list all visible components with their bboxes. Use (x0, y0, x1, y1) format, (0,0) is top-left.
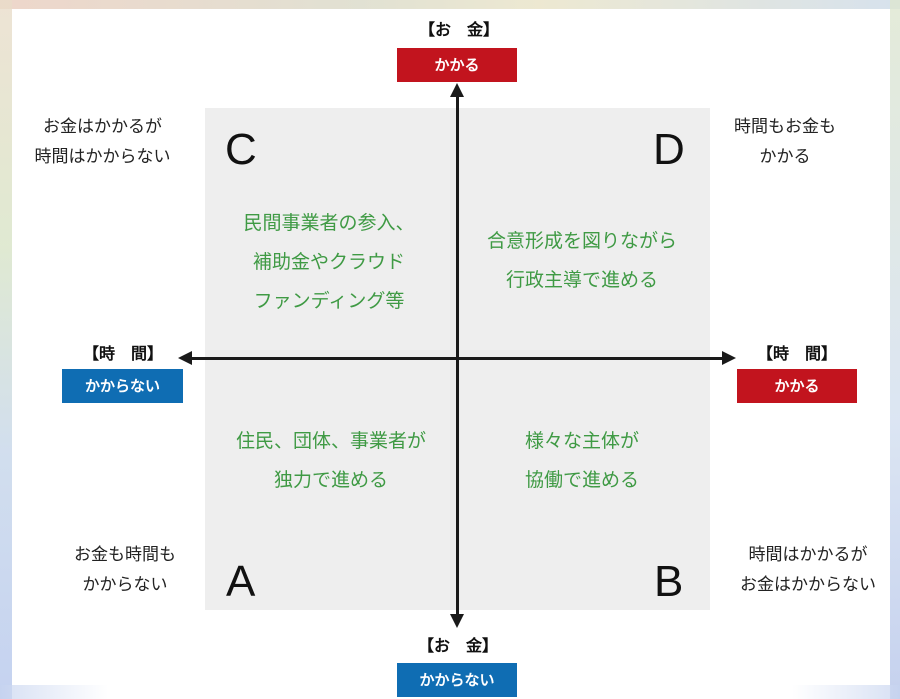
corner-top-right: 時間もお金も かかる (734, 117, 836, 167)
horizontal-axis-time (190, 357, 723, 360)
background-edge-top (0, 0, 900, 9)
quadrant-letter-d: D (653, 125, 685, 174)
arrow-down-icon (450, 614, 464, 628)
corner-bottom-left: お金も時間も かからない (74, 545, 176, 595)
vertical-axis-money (456, 92, 459, 617)
right-axis-heading: 【時 間】 (756, 344, 837, 363)
bottom-axis-heading: 【お 金】 (417, 636, 498, 655)
quadrant-d-text: 合意形成を図りながら 行政主導で進める (486, 230, 677, 291)
arrow-left-icon (178, 351, 192, 365)
quadrant-letter-a: A (226, 557, 256, 606)
top-axis-heading: 【お 金】 (418, 20, 499, 39)
quadrant-b-text: 様々な主体が 協働で進める (524, 430, 639, 491)
arrow-up-icon (450, 83, 464, 97)
background-edge-left (0, 0, 12, 699)
quadrant-c-text: 民間事業者の参入、 補助金やクラウド ファンディング等 (243, 212, 415, 312)
background-edge-right (890, 0, 900, 699)
corner-top-left: お金はかかるが 時間はかからない (34, 117, 171, 167)
right-axis-tag: かかる (737, 369, 857, 403)
top-axis-tag: かかる (397, 48, 517, 82)
arrow-right-icon (722, 351, 736, 365)
quadrant-letter-b: B (654, 557, 684, 606)
left-axis-tag: かからない (62, 369, 183, 403)
bottom-axis-tag: かからない (397, 663, 517, 697)
left-axis-heading: 【時 間】 (82, 344, 163, 363)
quadrant-letter-c: C (225, 125, 257, 174)
corner-bottom-right: 時間はかかるが お金はかからない (740, 545, 876, 595)
quadrant-a-text: 住民、団体、事業者が 独力で進める (235, 430, 426, 491)
